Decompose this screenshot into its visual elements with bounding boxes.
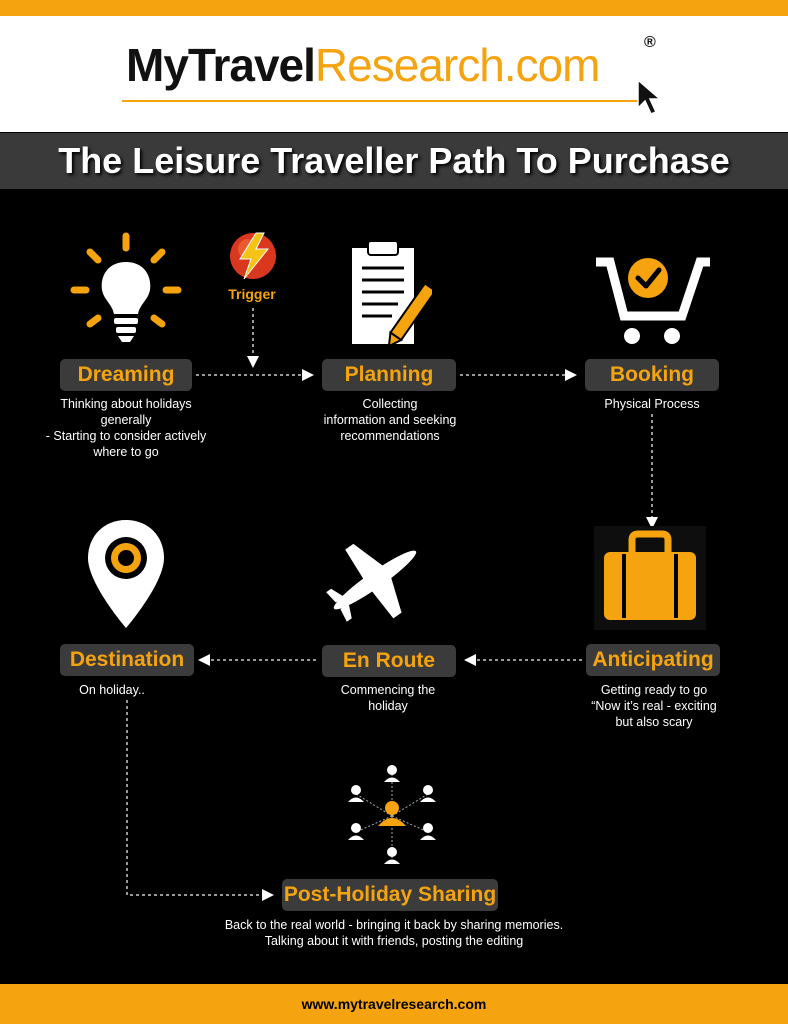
footer: www.mytravelresearch.com: [0, 984, 788, 1024]
desc-line: but also scary: [615, 715, 693, 729]
desc-line: generally: [100, 413, 152, 427]
connector-destination-sharing: [126, 700, 262, 896]
trigger-label: Trigger: [228, 286, 276, 302]
top-accent-bar: [0, 0, 788, 16]
footer-url[interactable]: www.mytravelresearch.com: [301, 996, 487, 1012]
step-dreaming: Dreaming: [60, 359, 192, 391]
shopping-cart-check-icon: [596, 257, 710, 344]
lightbulb-icon: [70, 232, 182, 342]
cursor-icon: [637, 78, 663, 115]
step-en-route: En Route: [322, 645, 456, 677]
page-title: The Leisure Traveller Path To Purchase: [58, 140, 730, 181]
dreaming-description: Thinking about holidays generally - Star…: [30, 396, 222, 460]
desc-line: Commencing the: [340, 683, 436, 697]
desc-line: - Starting to consider actively: [45, 429, 207, 443]
planning-description: Collecting information and seeking recom…: [290, 396, 490, 444]
arrowhead: [565, 369, 577, 381]
post-holiday-sharing-description: Back to the real world - bringing it bac…: [194, 917, 594, 949]
en-route-description: Commencing the holiday: [310, 682, 466, 714]
desc-line: Collecting: [362, 397, 418, 411]
arrowhead: [646, 517, 658, 529]
logo-underline: [122, 100, 642, 102]
anticipating-description: Getting ready to go “Now it’s real - exc…: [566, 682, 742, 730]
arrowhead: [198, 654, 210, 666]
logo: MyTravelResearch.com ®: [126, 34, 656, 92]
clipboard-pencil-icon: [352, 240, 432, 348]
desc-line: recommendations: [340, 429, 440, 443]
desc-line: Talking about it with friends, posting t…: [264, 934, 524, 948]
social-network-icon: [348, 765, 436, 864]
desc-line: On holiday..: [79, 683, 145, 697]
desc-line: “Now it’s real - exciting: [591, 699, 717, 713]
lightning-icon: [230, 232, 276, 280]
suitcase-icon: [594, 526, 706, 630]
step-destination: Destination: [60, 644, 194, 676]
booking-description: Physical Process: [562, 396, 742, 412]
registered-mark: ®: [644, 34, 656, 51]
desc-line: information and seeking: [323, 413, 457, 427]
logo-part-mytravel: MyTravel: [126, 39, 316, 91]
logo-part-research: Research.com: [314, 39, 601, 91]
arrowhead: [262, 889, 274, 901]
step-planning: Planning: [322, 359, 456, 391]
arrowhead: [302, 369, 314, 381]
desc-line: Thinking about holidays: [60, 397, 192, 411]
title-bar: The Leisure Traveller Path To Purchase: [0, 133, 788, 189]
step-anticipating: Anticipating: [586, 644, 720, 676]
step-booking: Booking: [585, 359, 719, 391]
step-post-holiday-sharing: Post-Holiday Sharing: [282, 879, 498, 911]
destination-description: On holiday..: [60, 682, 164, 698]
desc-line: Physical Process: [604, 397, 700, 411]
header: [0, 16, 788, 132]
desc-line: holiday: [368, 699, 408, 713]
desc-line: Getting ready to go: [600, 683, 708, 697]
desc-line: where to go: [93, 445, 159, 459]
airplane-icon: [326, 543, 417, 622]
desc-line: Back to the real world - bringing it bac…: [224, 918, 564, 932]
arrowhead: [247, 356, 259, 368]
map-pin-icon: [88, 520, 164, 628]
arrowhead: [464, 654, 476, 666]
